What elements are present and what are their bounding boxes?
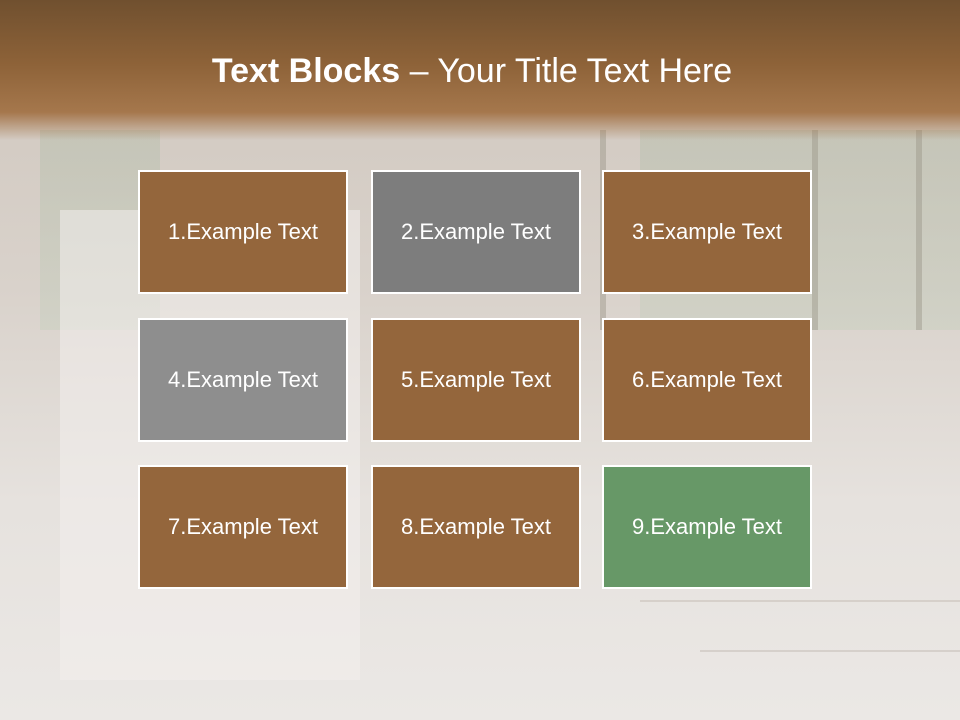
text-block-4[interactable]: 4.Example Text [138, 318, 348, 442]
background-floor-line [700, 650, 960, 652]
text-block-label: 9.Example Text [631, 514, 782, 539]
text-block-label: 6.Example Text [631, 367, 782, 392]
text-block-3[interactable]: 3.Example Text [602, 170, 812, 294]
text-block-2[interactable]: 2.Example Text [371, 170, 581, 294]
page-title: Text Blocks – Your Title Text Here [0, 52, 944, 91]
text-block-7[interactable]: 7.Example Text [138, 465, 348, 589]
title-text: Your Title Text Here [437, 52, 733, 90]
text-block-label: 7.Example Text [167, 514, 318, 539]
text-block-label: 8.Example Text [400, 514, 551, 539]
text-block-5[interactable]: 5.Example Text [371, 318, 581, 442]
text-block-label: 2.Example Text [400, 219, 551, 244]
background-window-frame [916, 130, 922, 330]
title-separator: – [400, 52, 438, 90]
text-block-8[interactable]: 8.Example Text [371, 465, 581, 589]
text-block-label: 5.Example Text [400, 367, 551, 392]
text-block-6[interactable]: 6.Example Text [602, 318, 812, 442]
title-bold: Text Blocks [211, 52, 401, 90]
text-block-label: 4.Example Text [167, 367, 318, 392]
text-block-label: 3.Example Text [631, 219, 782, 244]
text-block-label: 1.Example Text [167, 219, 318, 244]
text-block-9[interactable]: 9.Example Text [602, 465, 812, 589]
title-banner: Text Blocks – Your Title Text Here [0, 0, 960, 140]
background-window-frame [812, 130, 818, 330]
text-block-1[interactable]: 1.Example Text [138, 170, 348, 294]
background-floor-line [640, 600, 960, 602]
